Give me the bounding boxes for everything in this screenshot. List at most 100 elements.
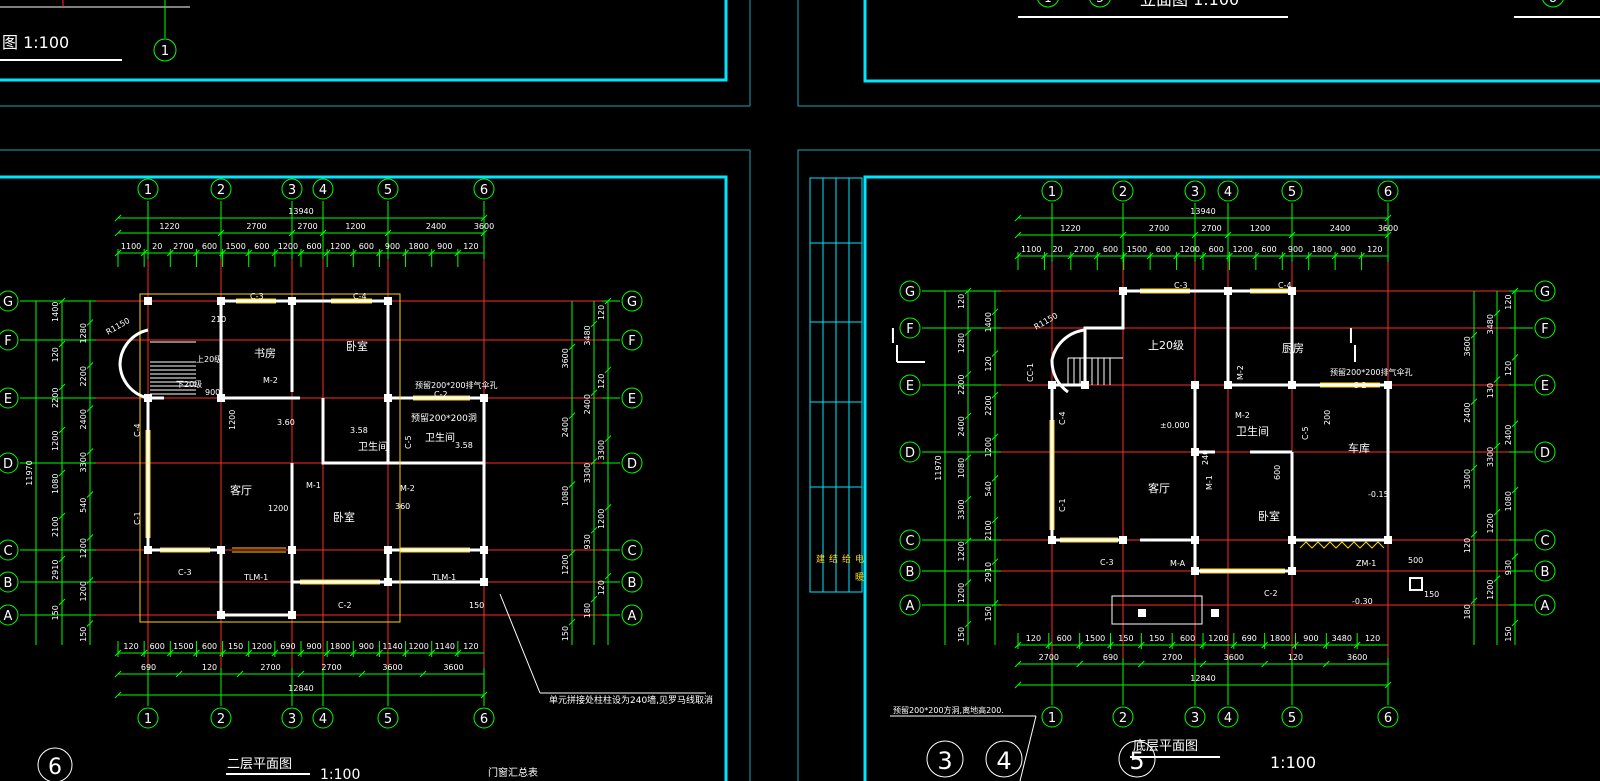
- axis-label-3-top: 3: [288, 183, 296, 198]
- dim-tick: [1511, 287, 1519, 295]
- dim-bottom-row2-5: 3600: [1347, 653, 1367, 662]
- column-12: [480, 546, 488, 554]
- dim-bottom-row2-5: 3600: [443, 663, 463, 672]
- axis-label-G-right: G: [627, 295, 637, 310]
- axis-bubble-6-bottom: [1377, 706, 1399, 728]
- dim-right-14: 180: [1463, 604, 1472, 619]
- dim-top-row3-2: 2700: [1074, 245, 1094, 254]
- room-bathroom-label-1: 卫生间: [358, 440, 388, 453]
- dim-top-row3-9: 600: [359, 242, 374, 251]
- column-6: [1288, 381, 1296, 389]
- dim-tick: [964, 579, 972, 586]
- dim-tick: [991, 391, 999, 399]
- column-8: [144, 546, 152, 554]
- dim-right-15: 150: [1504, 626, 1513, 641]
- dim-left-2: 1280: [957, 333, 966, 353]
- axis-bubble-2-top: [210, 178, 232, 200]
- dim-bottom-row2-2: 2700: [1162, 653, 1182, 662]
- plan-scale: 1:100: [1270, 753, 1316, 772]
- label-c4: C-4: [1278, 281, 1292, 290]
- dim-bottom-row1-12: 1140: [435, 642, 455, 651]
- dim-tick: [480, 214, 488, 222]
- dim-bottom-row2-0: 690: [141, 663, 156, 672]
- title-block-label-2: 结: [829, 553, 838, 565]
- dim-bottom-row1-1: 600: [150, 642, 165, 651]
- vent-note: 预留200*200排气伞孔: [415, 380, 498, 390]
- dim-tick: [964, 537, 972, 545]
- dim-bottom-row1-5: 1200: [252, 642, 272, 651]
- dim-tick: [86, 534, 94, 541]
- axis-label-B-right: B: [1541, 565, 1550, 580]
- dim-left-3: 2200: [79, 366, 88, 386]
- dim-tick: [1199, 660, 1207, 668]
- dim-right-8: 3300: [1463, 469, 1472, 489]
- dim-tick: [1493, 442, 1501, 450]
- stair: [118, 328, 196, 400]
- dim-top-row3-4: 1500: [225, 242, 245, 251]
- column-7: [1384, 381, 1392, 389]
- plan-scale: 1:100: [320, 767, 360, 781]
- column-17: [1138, 609, 1146, 617]
- label-tlm1: TLM-1: [243, 573, 268, 582]
- axis-bubble-1-bottom: [1041, 706, 1063, 728]
- dim-tick: [964, 620, 972, 628]
- column-11: [384, 546, 392, 554]
- dim-right-11: 1200: [561, 555, 570, 575]
- dim-right-7: 3300: [1486, 447, 1495, 467]
- column-4: [1288, 287, 1296, 295]
- dim-top-row3-10: 900: [385, 242, 400, 251]
- window-c4: [331, 298, 372, 304]
- sheet-bubble-3: [926, 740, 964, 778]
- axis-label-B-left: B: [906, 565, 915, 580]
- stair-curved-wall: [118, 328, 149, 400]
- section-mark-left: I: [890, 324, 896, 348]
- dim-tick: [1119, 231, 1127, 239]
- window-c3: [1140, 288, 1190, 294]
- column-8: [1191, 381, 1199, 389]
- axis-label-5-top: 5: [384, 183, 392, 198]
- axis-label-A-left: A: [906, 599, 915, 614]
- axis-label-A-right: A: [628, 609, 637, 624]
- dim-right-4: 130: [1486, 383, 1495, 398]
- dim-200: 200: [1323, 410, 1332, 425]
- label-m2b: M-2: [400, 484, 415, 493]
- dim-top-row3-5: 600: [254, 242, 269, 251]
- axis-bubble-3-top: [1184, 180, 1206, 202]
- axis-bubble-F-left: [899, 317, 921, 339]
- axis-label-3-bottom: 3: [288, 712, 296, 727]
- axis-bubble-2-top: [1112, 180, 1134, 202]
- dim-bottom-row1-5: 600: [1180, 634, 1195, 643]
- label-m2b: M-2: [1235, 411, 1250, 420]
- dim-left-11: 2100: [984, 520, 993, 540]
- top-right-sheet-border: [797, 0, 1600, 107]
- room-bedroom-label-1: 卧室: [346, 339, 368, 353]
- label-c4-left: C-4: [1058, 411, 1067, 425]
- dim-150: 150: [1424, 590, 1439, 599]
- dim-bottom-row2-1: 120: [202, 663, 217, 672]
- dim-top-row3-13: 120: [1367, 245, 1382, 254]
- axis-label-4-bottom: 4: [1224, 711, 1232, 726]
- axis-label-1-bottom: 1: [144, 712, 152, 727]
- axis-bubble-A-right: [1534, 594, 1556, 616]
- axis-bubble-E-right: [621, 387, 643, 409]
- dim-tick: [58, 598, 66, 606]
- dim-1200: 1200: [268, 504, 288, 513]
- axis-label-5-bottom: 5: [384, 712, 392, 727]
- sheet-number-bubble: [37, 747, 73, 781]
- door-tlm1: [232, 547, 286, 553]
- top-right-axis-bubble-1: [1037, 0, 1059, 8]
- dim-tick: [568, 412, 576, 420]
- label-zm1: ZM-1: [1356, 559, 1376, 568]
- elevation-0: ±0.000: [1160, 421, 1190, 430]
- dim-right-0: 120: [597, 305, 606, 320]
- dim-top-row3-3: 600: [202, 242, 217, 251]
- dim-right-12: 120: [597, 580, 606, 595]
- column-0: [1048, 381, 1056, 389]
- axis-label-3-top: 3: [1191, 185, 1199, 200]
- label-c3: C-3: [250, 292, 264, 301]
- hole-note-leader-2: [1019, 715, 1037, 781]
- label-cc1: CC-1: [1026, 363, 1035, 382]
- dim-tick: [991, 433, 999, 441]
